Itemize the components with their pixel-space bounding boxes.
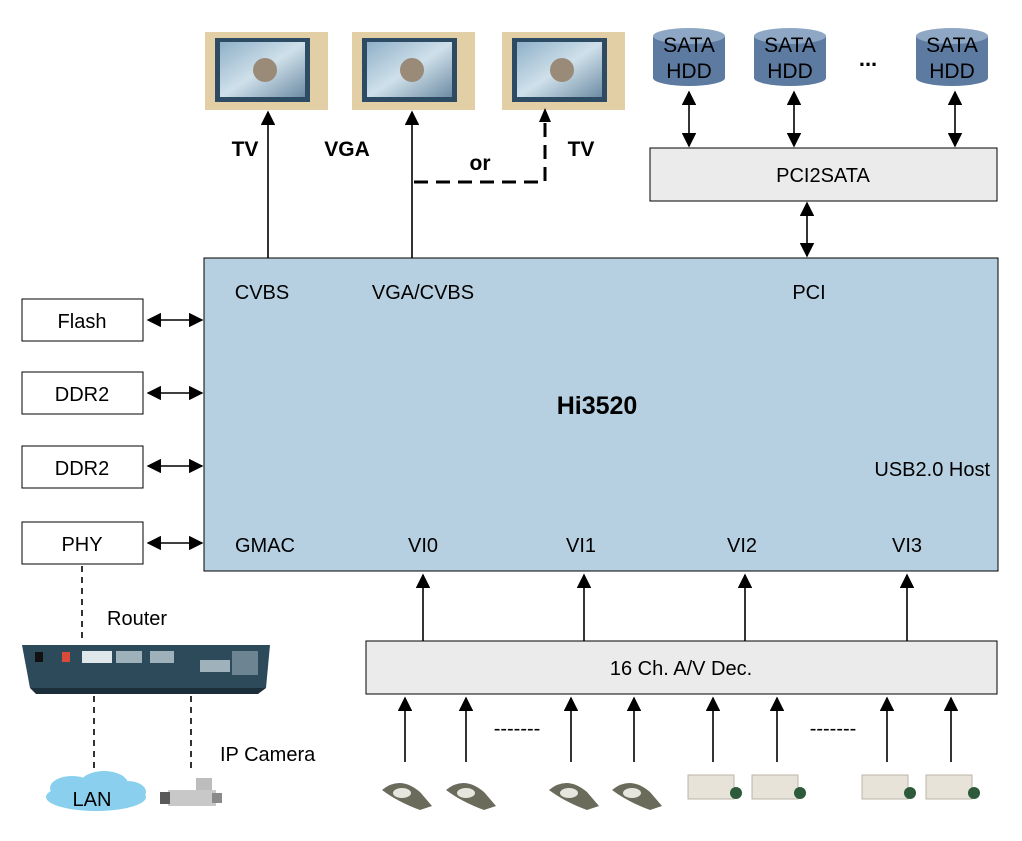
- port-vi3: VI3: [892, 535, 922, 557]
- decoder-dashes-left: -------: [494, 718, 541, 740]
- ip-camera-label: IP Camera: [220, 744, 316, 766]
- ddr2-label-1: DDR2: [55, 384, 109, 406]
- hdd2-line2: HDD: [767, 60, 813, 83]
- ip-camera-icon: [160, 778, 222, 806]
- phy-label: PHY: [61, 534, 102, 556]
- box-camera-4: [925, 774, 980, 800]
- vga-monitor: [352, 32, 475, 110]
- phy-box: [21, 521, 144, 565]
- port-cvbs: CVBS: [235, 282, 289, 304]
- or-dashed-path: [414, 112, 547, 184]
- ddr2-box-2: [21, 445, 144, 489]
- analog-camera-3: [549, 782, 599, 810]
- port-vi2: VI2: [727, 535, 757, 557]
- vga-label: VGA: [324, 138, 370, 161]
- port-pci: PCI: [792, 282, 825, 304]
- port-vi1: VI1: [566, 535, 596, 557]
- hdd3-line2: HDD: [929, 60, 975, 83]
- analog-camera-2: [446, 782, 496, 810]
- sata-hdd-3: SATA HDD: [916, 28, 988, 86]
- hdd3-line1: SATA: [926, 34, 978, 57]
- tv-right-label: TV: [568, 138, 595, 161]
- hdd-ellipsis: ...: [859, 46, 877, 71]
- chip-name: Hi3520: [557, 392, 638, 420]
- tv-monitor-right: [502, 32, 625, 110]
- box-camera-1: [687, 774, 742, 800]
- lan-cloud: [46, 771, 146, 811]
- flash-box: [21, 298, 144, 342]
- port-vi0: VI0: [408, 535, 438, 557]
- hdd1-line2: HDD: [666, 60, 712, 83]
- port-vga-cvbs: VGA/CVBS: [372, 282, 474, 304]
- or-arrowhead: [539, 108, 551, 122]
- router-device: [22, 645, 270, 694]
- hdd1-line1: SATA: [663, 34, 715, 57]
- decoder-label: 16 Ch. A/V Dec.: [610, 658, 752, 680]
- port-usb: USB2.0 Host: [874, 459, 990, 481]
- lan-label: LAN: [73, 789, 112, 811]
- decoder-dashes-right: -------: [810, 718, 857, 740]
- analog-camera-1: [382, 782, 432, 810]
- sata-hdd-1: SATA HDD: [653, 28, 725, 86]
- hdd2-line1: SATA: [764, 34, 816, 57]
- pci2sata-label: PCI2SATA: [776, 165, 870, 187]
- sata-hdd-2: SATA HDD: [754, 28, 826, 86]
- port-gmac: GMAC: [235, 535, 295, 557]
- or-label: or: [470, 152, 491, 175]
- analog-camera-4: [612, 782, 662, 810]
- decoder-box: [365, 640, 998, 695]
- tv-monitor-left: [205, 32, 328, 110]
- box-camera-2: [751, 774, 806, 800]
- ddr2-box-1: [21, 371, 144, 415]
- ddr2-label-2: DDR2: [55, 458, 109, 480]
- flash-label: Flash: [58, 311, 107, 333]
- hi3520-chip: [203, 257, 999, 572]
- box-camera-3: [861, 774, 916, 800]
- router-label: Router: [107, 608, 167, 630]
- tv-left-label: TV: [232, 138, 259, 161]
- pci2sata-box: [649, 147, 998, 202]
